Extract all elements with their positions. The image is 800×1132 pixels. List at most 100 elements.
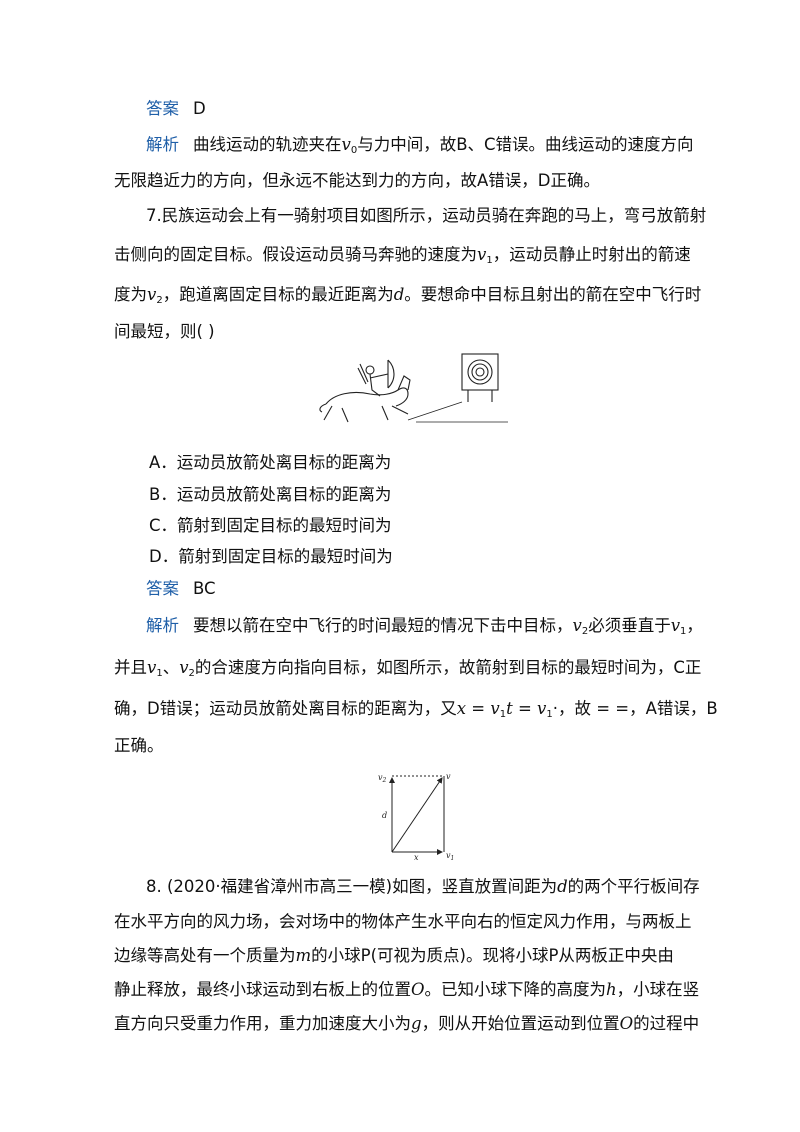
var-o: O (411, 980, 425, 999)
horse-archer-figure (319, 353, 508, 423)
q7-line-4: 间最短，则( ) (114, 322, 215, 341)
var-v: v (147, 285, 157, 304)
analysis-text: 必须垂直于 (588, 616, 671, 635)
answer-tag: 答案 (146, 99, 179, 118)
label-v1-sub: 1 (451, 855, 455, 862)
q7-text: ，跑道离固定目标的最近距离为 (162, 285, 394, 304)
analysis-text: 、 (162, 658, 180, 677)
bow (387, 359, 395, 389)
var-sub: 1 (680, 626, 687, 637)
var-sub: 0 (350, 145, 358, 156)
analysis-tag: 解析 (146, 616, 179, 635)
q8-text: 边缘等高处有一个质量为 (114, 946, 296, 965)
rider-head (365, 365, 375, 375)
analysis-text: ， (686, 616, 703, 635)
var-t: t (506, 699, 513, 718)
q8-text: 。已知小球下降的高度为 (424, 980, 607, 999)
var-sub: 1 (499, 709, 507, 720)
q7-line-3: 度为v2，跑道离固定目标的最近距离为d。要想命中目标且射出的箭在空中飞行时 (114, 285, 702, 306)
q8-text: 的小球P(可视为质点)。现将小球P从两板正中央由 (311, 946, 674, 965)
horse-leg (323, 405, 333, 421)
analysis-line-2: 无限趋近力的方向，但永远不能达到力的方向，故A错误，D正确。 (114, 171, 600, 190)
analysis-line-1: 解析曲线运动的轨迹夹在v0与力中间，故B、C错误。曲线运动的速度方向 (146, 135, 694, 156)
var-v: v (147, 658, 157, 677)
horse-head (397, 375, 411, 391)
analysis-text: 曲线运动的轨迹夹在 (193, 135, 342, 154)
dot-operator: · (552, 699, 558, 718)
label-v2-sub: 2 (382, 777, 387, 784)
q8-line-2: 在水平方向的风力场，会对场中的物体产生水平向右的恒定风力作用，与两板上 (114, 912, 692, 931)
equals-sign: = (466, 699, 491, 718)
var-d: d (557, 877, 568, 896)
q7-analysis-line-2: 并且v1、v2的合速度方向指向目标，如图所示，故箭射到目标的最短时间为，C正 (114, 658, 702, 679)
label-v: v (446, 772, 451, 781)
label-d: d (382, 811, 387, 820)
q8-line-1: 8. (2020·福建省漳州市高三一模)如图，竖直放置间距为d的两个平行板间存 (146, 877, 700, 896)
option-c: C．箭射到固定目标的最短时间为 (149, 516, 392, 535)
answer-line-prev: 答案 D (146, 99, 206, 118)
q7-analysis-line-1: 解析要想以箭在空中飞行的时间最短的情况下击中目标，v2必须垂直于v1， (146, 616, 703, 637)
quiver (359, 363, 369, 383)
var-g: g (411, 1014, 422, 1033)
analysis-text: 的合速度方向指向目标，如图所示，故箭射到目标的最短时间为，C正 (194, 658, 702, 677)
label-x: x (414, 853, 419, 862)
var-sub: 2 (188, 668, 195, 679)
q7-text: 击侧向的固定目标。假设运动员骑马奔驰的速度为 (114, 245, 477, 264)
var-o: O (619, 1014, 634, 1033)
q8-line-4: 静止释放，最终小球运动到右板上的位置O。已知小球下降的高度为h，小球在竖 (114, 980, 700, 999)
analysis-text: 并且 (114, 658, 147, 677)
q7-text: ，运动员静止时射出的箭速 (492, 245, 691, 264)
horse-leg (381, 405, 389, 421)
analysis-tag: 解析 (146, 135, 179, 154)
svg-text:v1: v1 (446, 851, 454, 862)
var-sub: 2 (156, 295, 163, 306)
var-v: v (490, 699, 500, 718)
q8-text: ，则从开始位置运动到位置 (421, 1014, 620, 1033)
var-d: d (393, 285, 405, 304)
arrow-path (407, 401, 463, 421)
q8-text: 的两个平行板间存 (567, 877, 700, 896)
velocity-diagram: v2 v d x v1 (378, 772, 454, 862)
q7-text: 度为 (114, 285, 147, 304)
svg-text:v2: v2 (378, 773, 387, 784)
q8-text: 静止释放，最终小球运动到右板上的位置 (114, 980, 411, 999)
var-v: v (341, 135, 351, 154)
option-b: B．运动员放箭处离目标的距离为 (149, 485, 392, 504)
analysis-text: 与力中间，故B、C错误。曲线运动的速度方向 (357, 135, 694, 154)
q8-text: 8. (2020·福建省漳州市高三一模)如图，竖直放置间距为 (146, 877, 558, 896)
analysis-text: 要想以箭在空中飞行的时间最短的情况下击中目标， (193, 616, 573, 635)
answer-value: D (193, 99, 206, 118)
q7-analysis-line-3: 确，D错误；运动员放箭处离目标的距离为，又x = v1t = v1·，故 = =… (114, 699, 718, 720)
q8-text: ，小球在竖 (616, 980, 700, 999)
horse-body (325, 387, 409, 407)
q8-line-5: 直方向只受重力作用，重力加速度大小为g，则从开始位置运动到位置O的过程中 (114, 1014, 699, 1033)
var-v: v (670, 616, 681, 635)
answer-value: BC (193, 579, 216, 598)
var-v: v (537, 699, 547, 718)
var-sub: 1 (546, 709, 553, 720)
var-sub: 1 (486, 255, 493, 266)
q7-text: 。要想命中目标且射出的箭在空中飞行时 (404, 285, 702, 304)
rider-arm (369, 373, 389, 379)
option-d: D．箭射到固定目标的最短时间为 (149, 547, 393, 566)
q7-line-2: 击侧向的固定目标。假设运动员骑马奔驰的速度为v1，运动员静止时射出的箭速 (114, 245, 691, 266)
var-v: v (179, 658, 189, 677)
var-m: m (295, 946, 312, 965)
target-board (461, 353, 499, 391)
var-h: h (606, 980, 617, 999)
var-sub: 1 (156, 668, 163, 679)
resultant-arrow (391, 777, 443, 853)
equals-sign: = (512, 699, 538, 718)
label-v2: v (378, 773, 383, 782)
var-v: v (477, 245, 487, 264)
q8-text: 直方向只受重力作用，重力加速度大小为 (114, 1014, 411, 1033)
label-v1: v (446, 851, 451, 860)
answer-line-q7: 答案 BC (146, 579, 216, 598)
var-v: v (572, 616, 582, 635)
answer-tag: 答案 (146, 579, 179, 598)
var-sub: 2 (581, 626, 589, 637)
analysis-text: 确，D错误；运动员放箭处离目标的距离为，又 (114, 699, 457, 718)
option-a: A．运动员放箭处离目标的距离为 (149, 453, 392, 472)
var-x: x (456, 699, 467, 718)
horse-leg (341, 407, 349, 423)
